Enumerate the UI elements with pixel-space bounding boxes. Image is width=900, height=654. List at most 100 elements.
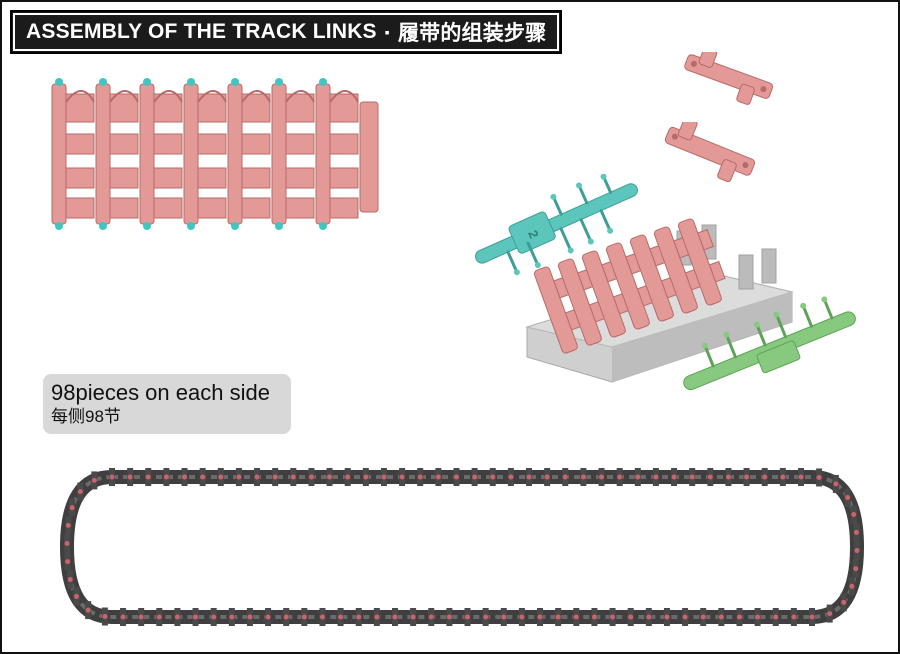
green-sprue-illustration xyxy=(683,296,856,391)
track-loop-link xyxy=(826,604,833,623)
track-loop-link xyxy=(689,468,696,486)
track-loop-link xyxy=(526,468,533,486)
track-loop-link xyxy=(246,608,253,626)
jig-track-link xyxy=(677,218,726,306)
track-loop-link xyxy=(853,541,860,560)
track-loop-link xyxy=(355,608,362,626)
track-loop-link xyxy=(544,468,551,486)
track-loop-link xyxy=(707,468,714,486)
track-loop-link xyxy=(700,608,707,627)
strip-track-link xyxy=(183,78,227,230)
track-loop-link xyxy=(67,570,74,589)
track-loop-link xyxy=(591,608,598,627)
track-loop-link xyxy=(652,468,659,486)
strip-end-link xyxy=(359,101,379,213)
track-loop-link xyxy=(507,468,514,486)
track-loop-link xyxy=(127,468,134,486)
track-loop-link xyxy=(380,468,387,486)
track-loop-link xyxy=(217,468,224,486)
track-loop-link xyxy=(85,601,92,620)
track-loop-link xyxy=(464,608,471,626)
track-loop-link xyxy=(181,468,188,486)
track-loop-link xyxy=(725,468,732,486)
track-loop-link xyxy=(489,468,496,486)
track-link-strip-illustration xyxy=(51,78,379,230)
track-loop-link xyxy=(832,474,839,493)
track-loop-link xyxy=(428,608,435,626)
strip-track-link xyxy=(51,78,95,230)
track-loop-link xyxy=(77,482,84,501)
track-loop-link xyxy=(163,468,170,486)
track-loop-link xyxy=(69,498,76,517)
track-loop-link xyxy=(73,587,80,606)
track-loop-link xyxy=(482,608,489,626)
track-loop-link xyxy=(555,608,562,627)
piece-count-english: 98pieces on each side xyxy=(51,380,270,405)
track-loop-link xyxy=(174,608,181,626)
track-loop-link xyxy=(779,468,786,486)
title-english: ASSEMBLY OF THE TRACK LINKS xyxy=(26,20,377,43)
track-loop-link xyxy=(797,468,804,486)
track-loop-link xyxy=(145,468,152,486)
track-loop-link xyxy=(410,608,417,626)
track-loop-link xyxy=(816,468,823,487)
track-loop-link xyxy=(754,608,761,627)
track-loop-link xyxy=(319,608,326,626)
track-loop-link xyxy=(344,468,351,486)
track-loop-link xyxy=(138,608,145,626)
track-loop-link xyxy=(283,608,290,626)
track-loop-link xyxy=(254,468,261,486)
track-loop-link xyxy=(272,468,279,486)
strip-track-link xyxy=(95,78,139,230)
track-loop-link xyxy=(772,608,779,627)
track-loop-link xyxy=(362,468,369,486)
track-loop-link xyxy=(850,505,857,524)
track-loop-link xyxy=(265,608,272,626)
track-loop-link xyxy=(634,468,641,486)
track-loop-link xyxy=(435,468,442,486)
track-loop-link xyxy=(598,468,605,486)
track-loop-link xyxy=(743,468,750,486)
track-loop-link xyxy=(518,608,525,626)
track-loop-link xyxy=(199,468,206,486)
track-loop-link xyxy=(790,608,797,627)
track-loop-link xyxy=(844,488,851,507)
title-chinese: 履带的组装步骤 xyxy=(397,22,547,45)
track-loop-link xyxy=(64,552,71,571)
track-loop-link xyxy=(109,468,115,486)
track-loop-link xyxy=(120,608,127,626)
track-loop-link xyxy=(645,608,652,627)
track-loop-link xyxy=(609,608,616,627)
title-bar: ASSEMBLY OF THE TRACK LINKS ▪ 履带的组装步骤 xyxy=(10,10,563,54)
track-loop-link xyxy=(228,608,235,626)
jig-track-link xyxy=(629,234,678,322)
jig-track-link xyxy=(557,258,606,346)
track-loop-link xyxy=(671,468,678,486)
track-loop-link xyxy=(446,608,453,626)
track-loop-link xyxy=(627,608,634,627)
track-loop-link xyxy=(308,468,315,486)
track-loop-link xyxy=(301,608,308,626)
track-loop-link xyxy=(391,608,398,626)
strip-track-link xyxy=(271,78,315,230)
complete-track-loop-illustration xyxy=(59,468,865,627)
track-loop-link xyxy=(573,608,580,627)
strip-track-link xyxy=(227,78,271,230)
track-loop-link xyxy=(399,468,406,486)
track-loop-link xyxy=(156,608,163,626)
track-loop-link xyxy=(471,468,478,486)
piece-count-chinese: 每侧98节 xyxy=(51,407,121,426)
track-loop-link xyxy=(537,608,544,626)
assembly-jig-illustration xyxy=(525,218,794,383)
track-loop-link xyxy=(848,577,855,596)
track-loop-link xyxy=(580,468,587,486)
single-link-pair-illustration-top xyxy=(684,52,774,105)
track-loop-link xyxy=(853,523,860,542)
track-loop-link xyxy=(500,608,507,626)
jig-track-link xyxy=(533,266,582,354)
track-loop-link xyxy=(337,608,344,626)
track-loop-link xyxy=(809,608,816,626)
track-loop-link xyxy=(616,468,623,486)
track-loop-link xyxy=(682,608,689,627)
